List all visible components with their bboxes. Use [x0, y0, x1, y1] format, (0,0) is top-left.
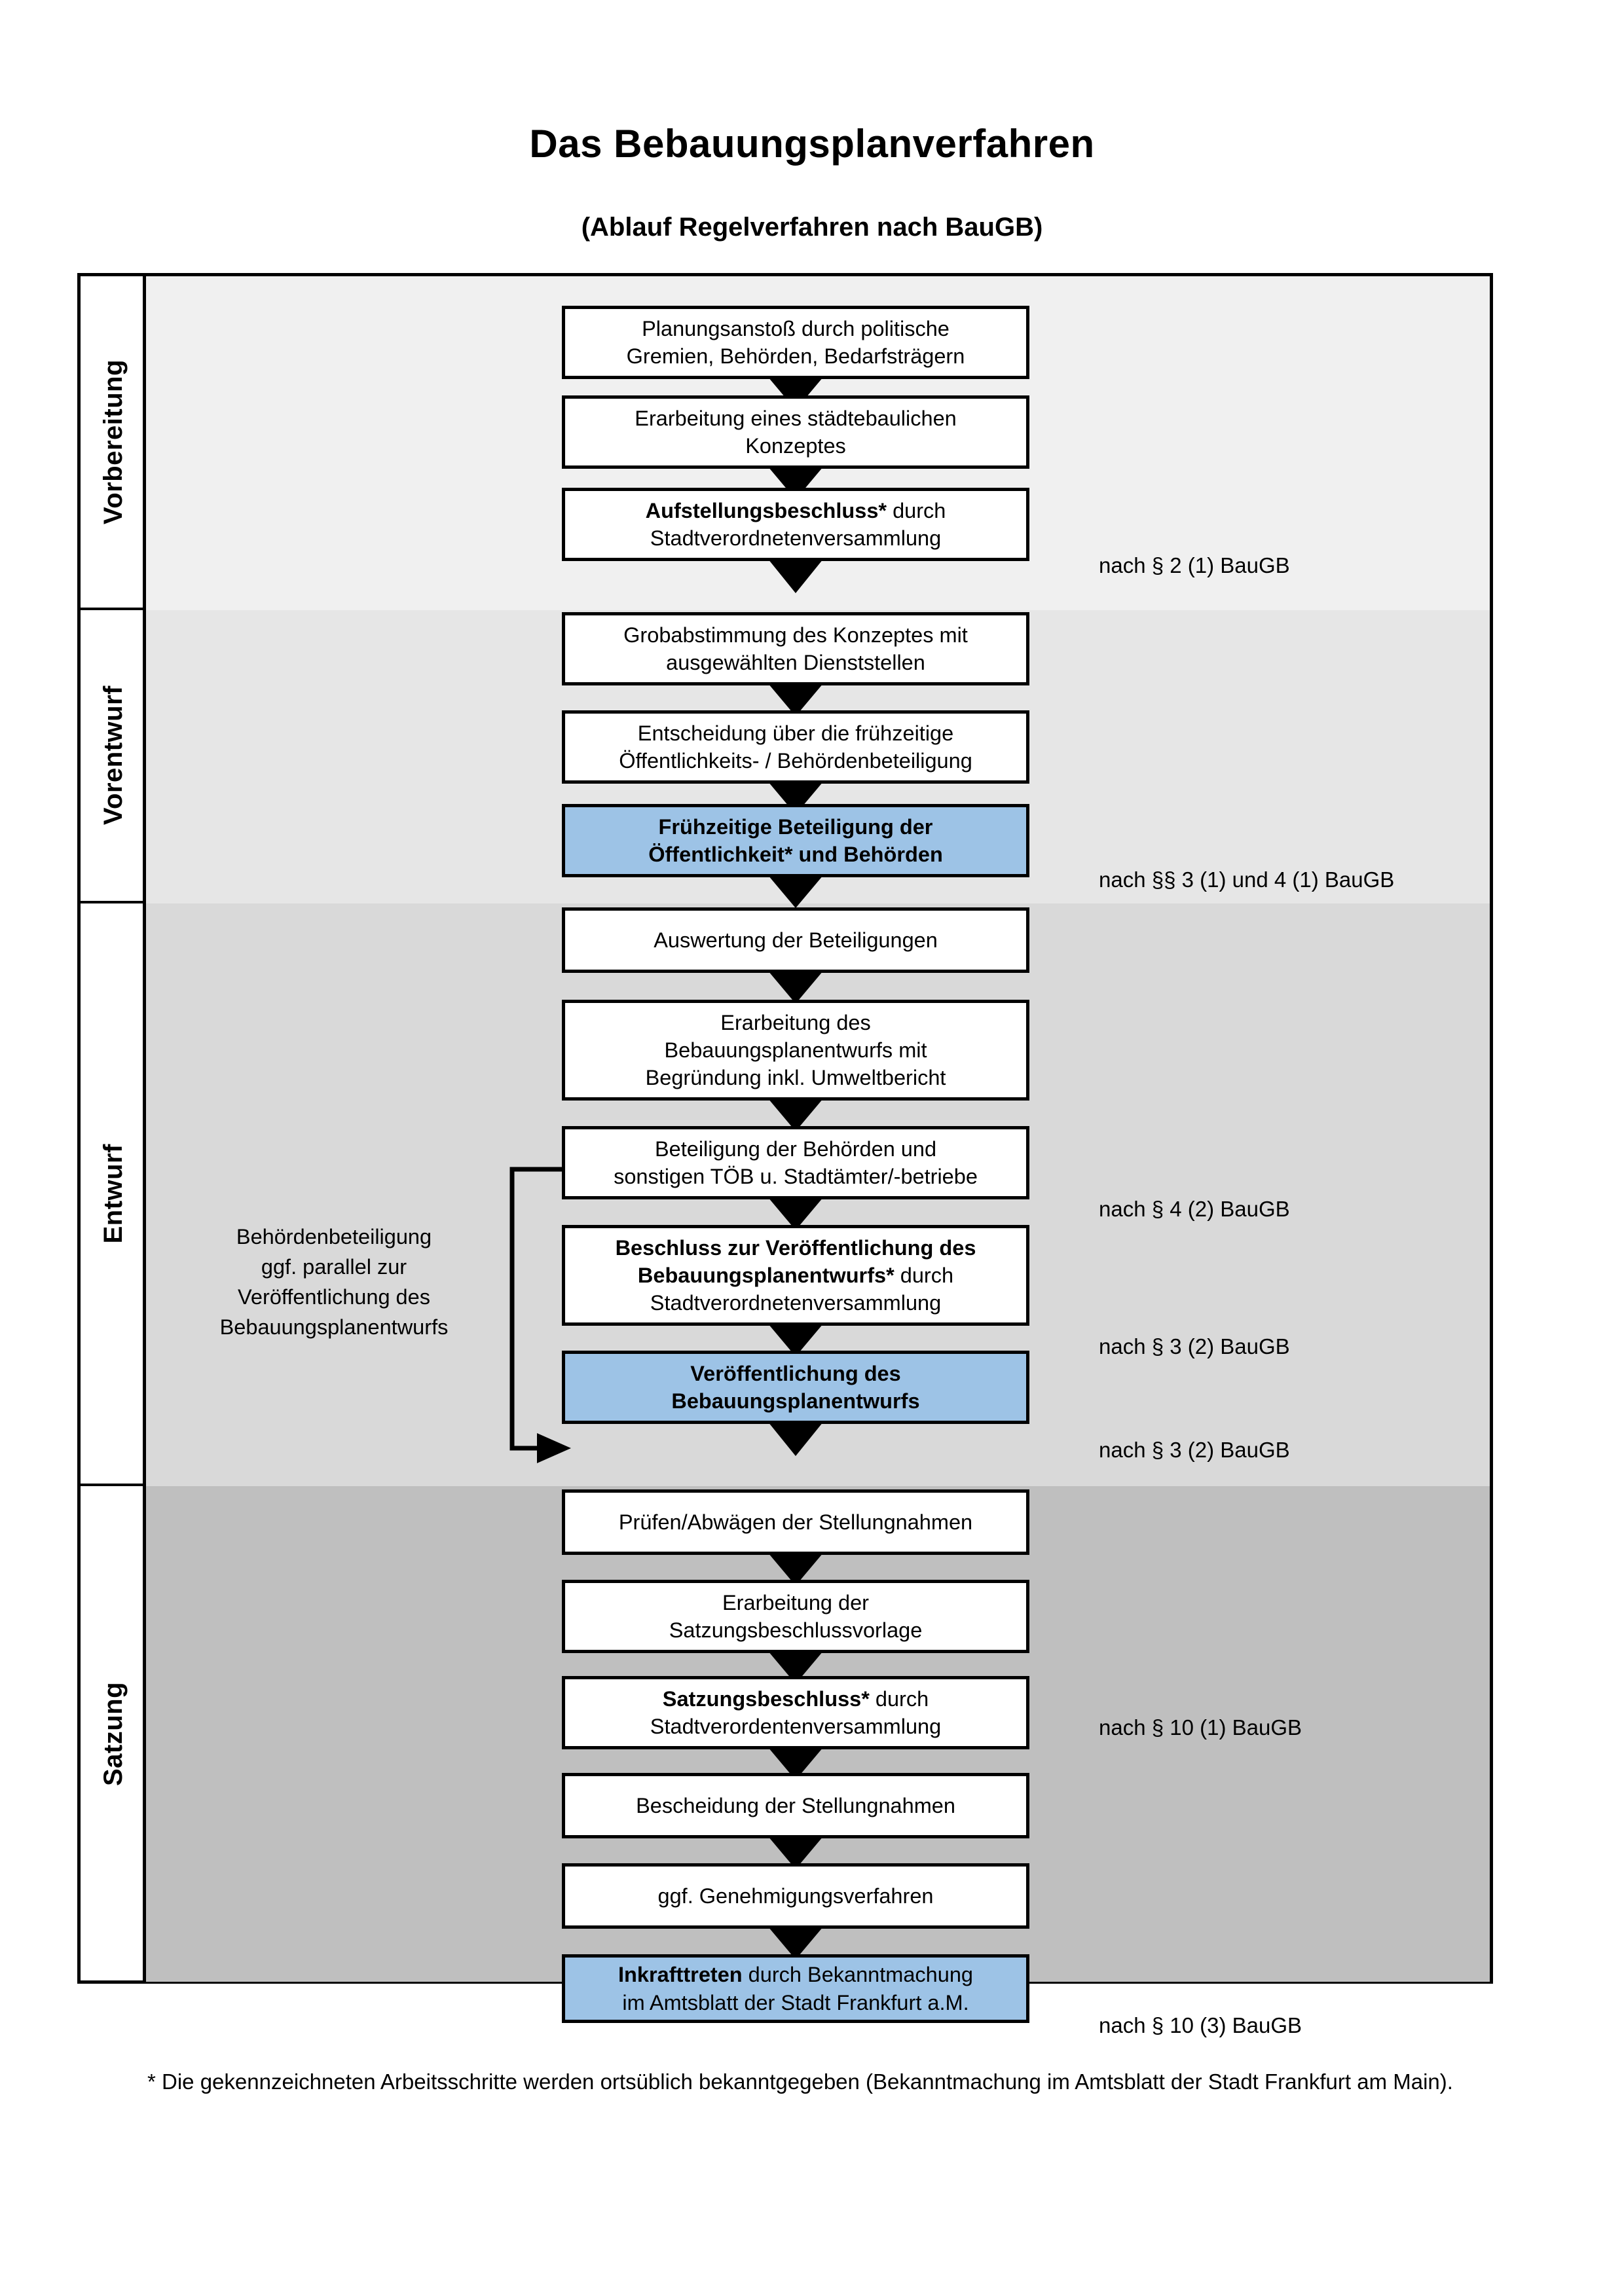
- flow-arrow-3: [768, 559, 823, 593]
- phase-label-column: Vorbereitung Vorentwurf Entwurf Satzung: [81, 276, 146, 1980]
- flow-arrow-7: [768, 971, 823, 1004]
- phase-cell-satzung: Satzung: [81, 1486, 146, 1982]
- annotation-par-4-2: nach § 4 (2) BauGB: [1099, 1197, 1290, 1221]
- phase-label-vorbereitung: Vorbereitung: [98, 359, 128, 524]
- step-text-genehmigungsverfahren: ggf. Genehmigungsverfahren: [657, 1884, 934, 1908]
- flow-arrow-11: [768, 1422, 823, 1456]
- phase-cell-vorbereitung: Vorbereitung: [81, 276, 146, 610]
- annotation-par-2-1: nach § 2 (1) BauGB: [1099, 553, 1290, 577]
- flow-arrow-9: [768, 1197, 823, 1230]
- footnote: * Die gekennzeichneten Arbeitsschritte w…: [147, 2069, 1453, 2094]
- step-box-genehmigungsverfahren[interactable]: ggf. Genehmigungsverfahren: [562, 1863, 1029, 1929]
- phase-cell-vorentwurf: Vorentwurf: [81, 610, 146, 903]
- phase-cell-entwurf: Entwurf: [81, 903, 146, 1486]
- note-line-4: Bebauungsplanentwurfs: [219, 1315, 449, 1339]
- step-text-auswertung-beteiligungen: Auswertung der Beteiligungen: [654, 928, 938, 952]
- phase-label-entwurf: Entwurf: [98, 1143, 128, 1244]
- behoerdenbeteiligung-note: Behördenbeteiligung ggf. parallel zur Ve…: [196, 1222, 471, 1343]
- flow-arrow-16: [768, 1927, 823, 1959]
- step-text-bescheidung-stellungnahmen: Bescheidung der Stellungnahmen: [636, 1793, 955, 1817]
- annotation-par-10-1: nach § 10 (1) BauGB: [1099, 1715, 1302, 1740]
- step-box-bescheidung-stellungnahmen[interactable]: Bescheidung der Stellungnahmen: [562, 1773, 1029, 1838]
- phase-label-vorentwurf: Vorentwurf: [98, 685, 128, 826]
- note-line-2: ggf. parallel zur: [261, 1255, 407, 1279]
- step-text-pruefen-abwaegen: Prüfen/Abwägen der Stellungnahmen: [618, 1510, 973, 1534]
- annotation-par-10-3: nach § 10 (3) BauGB: [1099, 2013, 1302, 2037]
- phase-label-satzung: Satzung: [98, 1681, 128, 1787]
- step-box-auswertung-beteiligungen[interactable]: Auswertung der Beteiligungen: [562, 907, 1029, 973]
- page-subtitle: (Ablauf Regelverfahren nach BauGB): [581, 213, 1043, 242]
- annotation-par-3-2-a: nach § 3 (2) BauGB: [1099, 1334, 1290, 1358]
- step-box-pruefen-abwaegen[interactable]: Prüfen/Abwägen der Stellungnahmen: [562, 1489, 1029, 1555]
- flow-arrow-8: [768, 1099, 823, 1131]
- annotation-par-3-2-b: nach § 3 (2) BauGB: [1099, 1438, 1290, 1462]
- note-line-1: Behördenbeteiligung: [236, 1225, 432, 1248]
- note-line-3: Veröffentlichung des: [238, 1285, 430, 1309]
- flow-arrow-6: [768, 875, 823, 908]
- page-title: Das Bebauungsplanverfahren: [529, 122, 1095, 166]
- annotation-par-3-1-4-1: nach §§ 3 (1) und 4 (1) BauGB: [1099, 867, 1395, 892]
